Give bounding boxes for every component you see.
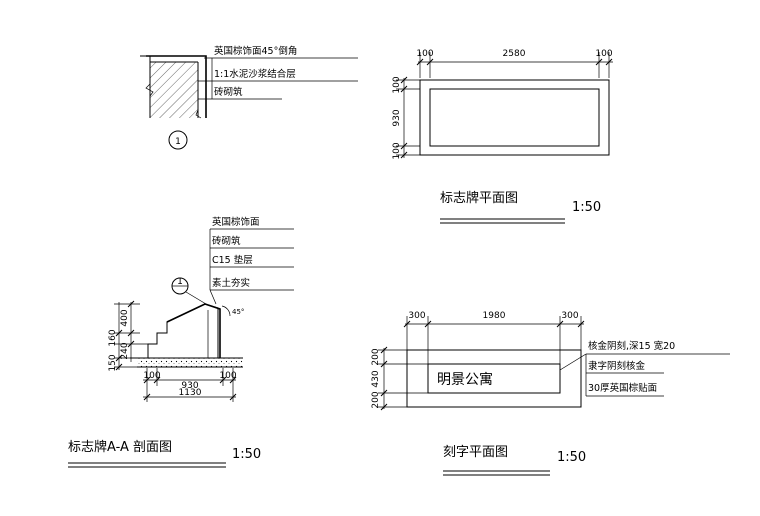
- engraving-title: 刻字平面图: [443, 445, 508, 460]
- sign-section: 英国棕饰面 砖砌筑 C15 垫层 素土夯实 1 45°: [68, 216, 294, 468]
- section-callout-2: 砖砌筑: [212, 235, 241, 247]
- engraving-callout-2: 隶字阴刻核金: [588, 360, 646, 372]
- section-masonry: [147, 303, 219, 359]
- plan-dim-left-1: 100: [392, 76, 402, 93]
- plan-dim-top-2: 2580: [503, 49, 526, 59]
- plan-scale: 1:50: [572, 200, 601, 215]
- detail-1-callout-3: 砖砌筑: [214, 86, 243, 98]
- engraving-callout-3: 30厚英国棕贴面: [588, 382, 657, 394]
- engraving-dim-left-3: 200: [371, 391, 381, 408]
- detail-1-number-circle: [168, 130, 188, 150]
- section-dim-bottom-3: 100: [219, 371, 236, 381]
- section-dim-left-4: 150: [108, 354, 118, 371]
- section-title: 标志牌A-A 剖面图: [68, 439, 172, 455]
- section-facing: [166, 303, 221, 358]
- engraving-dim-left-1: 200: [371, 348, 381, 365]
- engraving-dim-top-1: 300: [408, 311, 425, 321]
- engraving-text-box: [427, 363, 561, 394]
- plan-dim-top-1: 100: [416, 49, 433, 59]
- section-scale: 1:50: [232, 447, 261, 462]
- engraving-scale: 1:50: [557, 450, 586, 465]
- engraving-outline: [406, 349, 582, 408]
- section-callout-1: 英国棕饰面: [212, 216, 260, 228]
- engraving-dim-left-2: 430: [371, 370, 381, 387]
- section-dim-left-2: 160: [108, 329, 118, 346]
- detail-1-callout-1: 英国棕饰面45°倒角: [214, 45, 297, 57]
- engraving-plan: 300 1980 300 200 430 200 明景公寓 核金阴刻,深15 宽…: [371, 311, 730, 476]
- section-ref-number: 1: [177, 277, 183, 287]
- plan-title: 标志牌平面图: [440, 190, 518, 206]
- detail-1-callout-2: 1:1水泥沙浆结合层: [214, 68, 296, 80]
- section-callout-3: C15 垫层: [212, 254, 253, 266]
- plan-outer-outline: [419, 79, 610, 156]
- section-callout-4: 素土夯实: [212, 277, 250, 289]
- engraving-dim-top-2: 1980: [483, 311, 506, 321]
- engraving-text: 明景公寓: [437, 371, 493, 388]
- detail-1-number: 1: [175, 137, 181, 147]
- plan-dim-top-3: 100: [595, 49, 612, 59]
- plan-dim-left-3: 100: [392, 142, 402, 159]
- detail-1: 英国棕饰面45°倒角 1:1水泥沙浆结合层 砖砌筑 1: [140, 45, 358, 150]
- section-dim-bottom-2: 930: [181, 381, 198, 391]
- engraving-dim-top-3: 300: [561, 311, 578, 321]
- section-dim-left-3: 240: [120, 342, 130, 359]
- plan-dim-left-2: 930: [392, 109, 402, 126]
- sign-plan: 100 2580 100 100 930 100 标志牌平面图 1:50: [392, 49, 613, 224]
- detail-1-facing: [146, 55, 207, 118]
- plan-inner-outline: [429, 88, 600, 147]
- section-dim-total: 1130: [179, 388, 202, 398]
- detail-1-wall: [150, 62, 198, 118]
- section-dim-left-1: 400: [120, 309, 130, 326]
- section-angle-mark: 45°: [232, 308, 244, 316]
- engraving-callout-1: 核金阴刻,深15 宽20: [588, 340, 675, 352]
- section-gravel-bed: [137, 358, 243, 367]
- section-dim-bottom-1: 100: [143, 371, 160, 381]
